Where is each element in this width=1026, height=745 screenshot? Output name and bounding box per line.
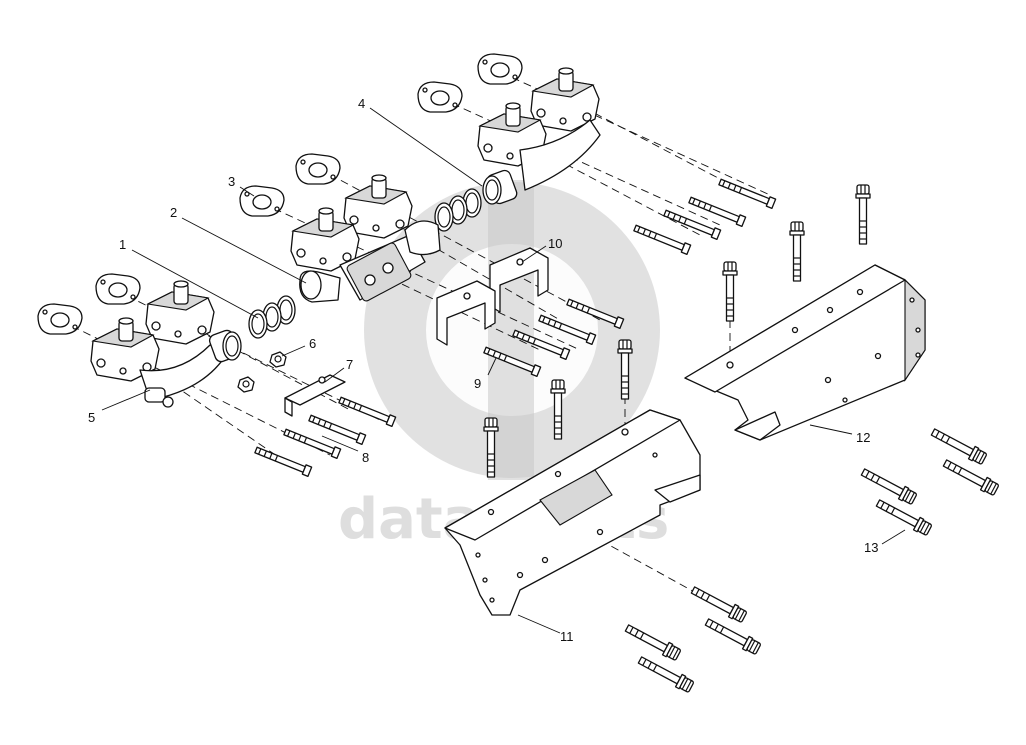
- callout-8: 8: [362, 450, 369, 465]
- heat-shield-rear: [684, 264, 926, 441]
- callout-labels: 1 2 3 4 5 6 7 8 9 10 11 12 13: [88, 96, 878, 644]
- heat-shield-front: [444, 409, 701, 616]
- callout-7: 7: [346, 357, 353, 372]
- bolts-upper: [632, 176, 777, 256]
- callout-3: 3: [228, 174, 235, 189]
- callout-1: 1: [119, 237, 126, 252]
- callout-10: 10: [548, 236, 562, 251]
- hex-bolts-rear: [859, 425, 1001, 538]
- callout-9: 9: [474, 376, 481, 391]
- manifold-center-section: [290, 174, 441, 303]
- manifold-front-section: [90, 280, 242, 408]
- callout-11: 11: [560, 629, 574, 644]
- callout-6: 6: [309, 336, 316, 351]
- heat-shield-brackets: [436, 247, 549, 346]
- bracket-small: [284, 374, 346, 417]
- callout-13: 13: [864, 540, 878, 555]
- leader-lines: [101, 107, 906, 634]
- callout-5: 5: [88, 410, 95, 425]
- bolts-lower: [253, 394, 397, 478]
- hex-bolts-front: [623, 583, 763, 695]
- callout-4: 4: [358, 96, 365, 111]
- callout-12: 12: [856, 430, 870, 445]
- manifold-rear-section: [477, 67, 601, 205]
- callout-2: 2: [170, 205, 177, 220]
